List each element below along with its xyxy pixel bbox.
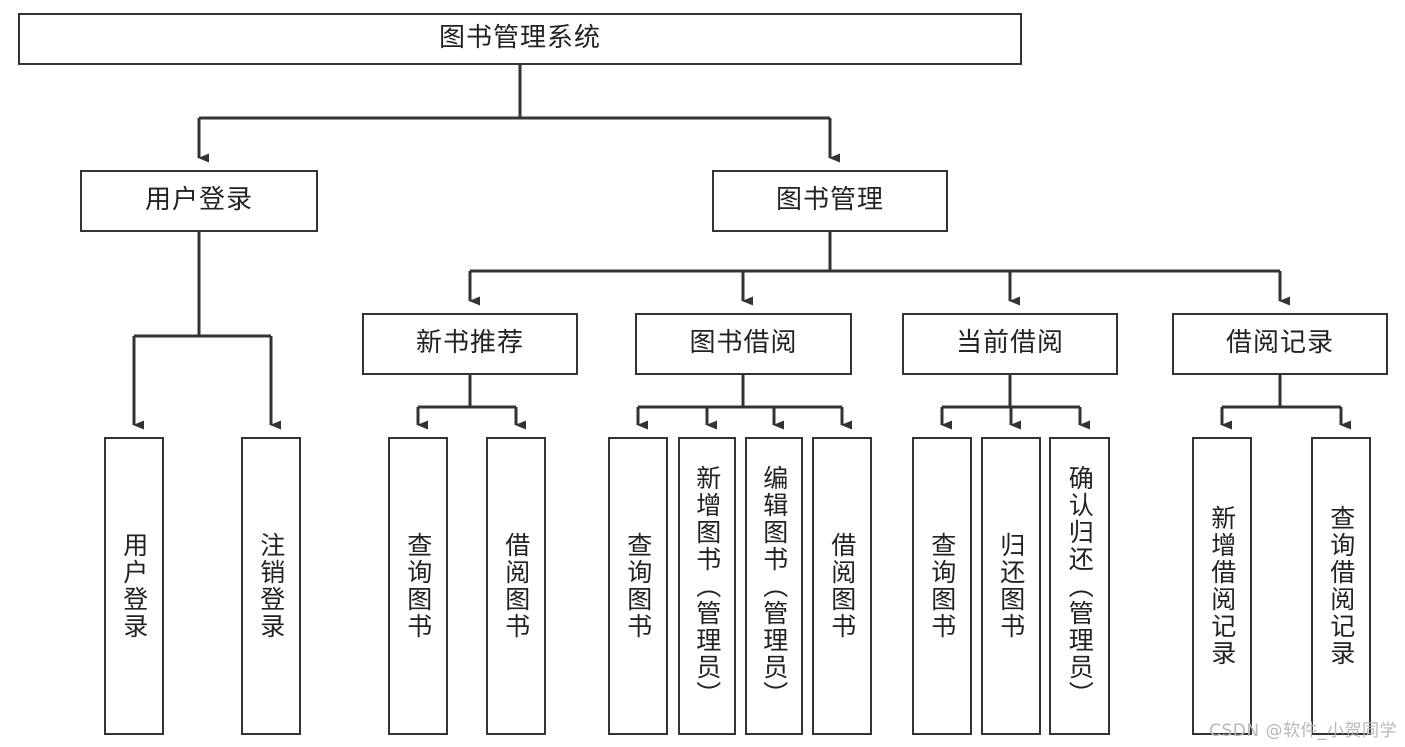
node-label: 借阅记录 — [1225, 328, 1334, 359]
node-new-book-recommend[interactable]: 新书推荐 — [362, 313, 578, 375]
node-borrow-record[interactable]: 借阅记录 — [1172, 313, 1388, 375]
node-label: 用户登录 — [144, 185, 253, 216]
node-label: 当前借阅 — [955, 328, 1064, 359]
node-book-manage[interactable]: 图书管理 — [712, 170, 948, 232]
node-leaf-query-book-current[interactable]: 查询图书 — [912, 437, 972, 735]
node-leaf-borrow-book[interactable]: 借阅图书 — [812, 437, 872, 735]
node-leaf-borrow-book-recommend[interactable]: 借阅图书 — [486, 437, 546, 735]
node-label: 借阅图书 — [827, 532, 857, 640]
node-current-borrow[interactable]: 当前借阅 — [902, 313, 1118, 375]
node-label: 查询图书 — [927, 532, 957, 640]
node-label: 归还图书 — [996, 532, 1026, 640]
node-label: 新书推荐 — [415, 328, 524, 359]
node-leaf-edit-book-admin[interactable]: 编辑图书（管理员） — [745, 437, 803, 735]
node-leaf-add-borrow-record[interactable]: 新增借阅记录 — [1192, 437, 1252, 735]
node-label: 确认归还（管理员） — [1065, 464, 1095, 708]
node-label: 图书借阅 — [689, 328, 798, 359]
node-leaf-add-book-admin[interactable]: 新增图书（管理员） — [678, 437, 736, 735]
node-label: 查询借阅记录 — [1326, 505, 1356, 667]
node-leaf-query-book-borrow[interactable]: 查询图书 — [608, 437, 668, 735]
node-label: 查询图书 — [403, 532, 433, 640]
node-book-borrow[interactable]: 图书借阅 — [635, 313, 852, 375]
node-label: 注销登录 — [256, 532, 286, 640]
node-leaf-query-borrow-record[interactable]: 查询借阅记录 — [1311, 437, 1371, 735]
node-label: 编辑图书（管理员） — [759, 464, 789, 708]
node-label: 图书管理 — [775, 185, 884, 216]
node-user-login[interactable]: 用户登录 — [80, 170, 318, 232]
node-leaf-confirm-return-admin[interactable]: 确认归还（管理员） — [1049, 437, 1110, 735]
node-label: 图书管理系统 — [438, 23, 601, 54]
node-label: 新增借阅记录 — [1207, 505, 1237, 667]
node-leaf-logout-login[interactable]: 注销登录 — [241, 437, 301, 735]
node-label: 借阅图书 — [501, 532, 531, 640]
node-leaf-query-book-recommend[interactable]: 查询图书 — [388, 437, 448, 735]
node-label: 新增图书（管理员） — [692, 464, 722, 708]
node-leaf-return-book[interactable]: 归还图书 — [981, 437, 1041, 735]
node-label: 查询图书 — [623, 532, 653, 640]
node-leaf-user-login[interactable]: 用户登录 — [104, 437, 164, 735]
node-root-system[interactable]: 图书管理系统 — [18, 13, 1022, 65]
node-label: 用户登录 — [119, 532, 149, 640]
